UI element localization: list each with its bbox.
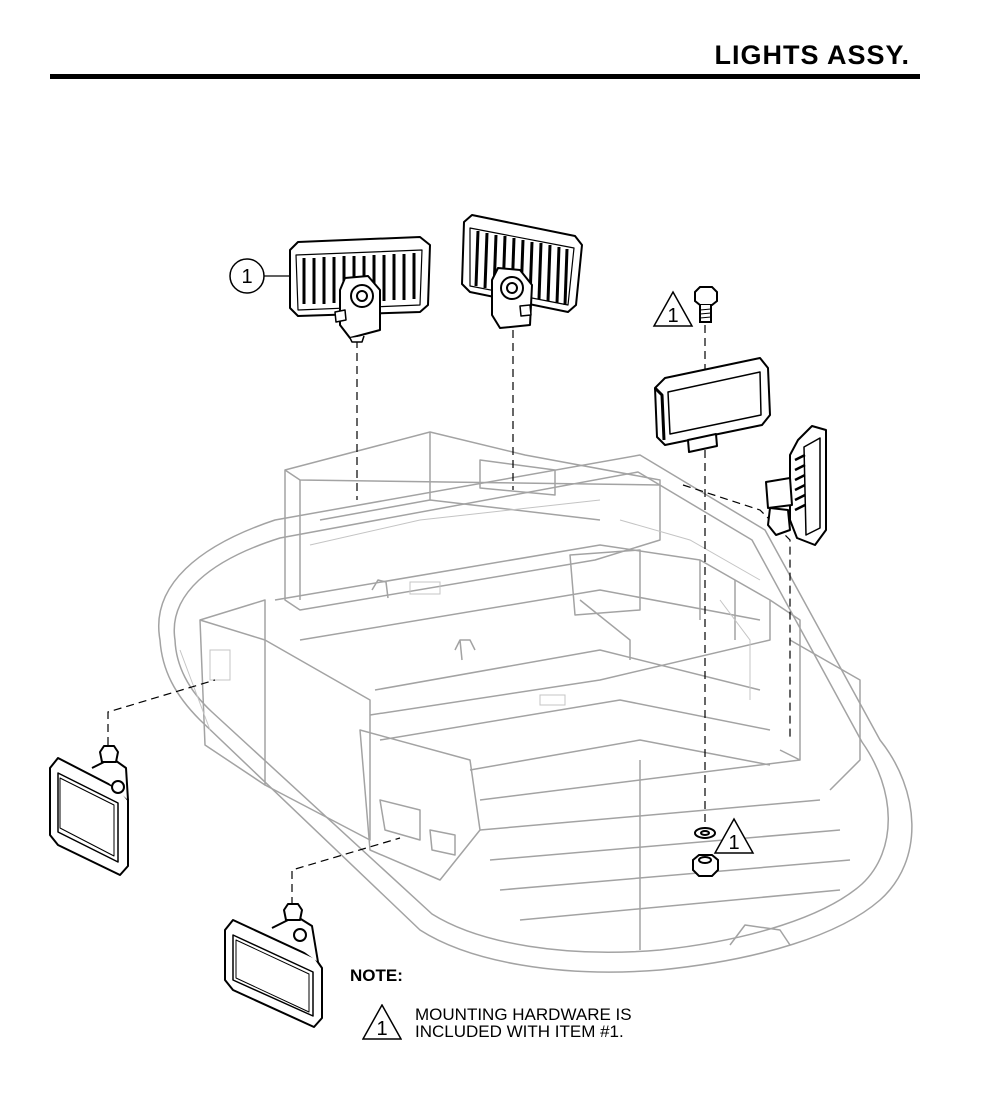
note-text: MOUNTING HARDWARE IS INCLUDED WITH ITEM … <box>415 1006 715 1040</box>
item-callout-1: 1 <box>229 258 290 294</box>
work-light-rear-right <box>461 214 583 329</box>
work-light-side <box>765 425 827 546</box>
hex-bolt <box>694 286 718 323</box>
note-ref-triangle: 1 <box>362 1004 402 1040</box>
work-light-top-flood <box>653 357 771 453</box>
title-rule <box>50 74 920 79</box>
ref-callout-nut: 1 <box>713 817 755 854</box>
vehicle-frame-detail <box>179 499 761 731</box>
svg-text:1: 1 <box>728 832 739 854</box>
page-title: LIGHTS ASSY. <box>714 40 910 70</box>
note-line-2: INCLUDED WITH ITEM #1. <box>415 1022 624 1041</box>
work-light-front-left <box>49 745 129 876</box>
hex-nut <box>692 854 719 877</box>
assembly-line-front-light <box>291 837 401 905</box>
svg-text:1: 1 <box>667 305 678 327</box>
ref-callout-bolt: 1 <box>652 290 694 327</box>
svg-text:1: 1 <box>241 266 252 288</box>
flat-washer <box>694 827 716 839</box>
assembly-line-left-light <box>107 679 216 745</box>
note-block: NOTE: 1 MOUNTING HARDWARE IS INCLUDED WI… <box>350 966 632 1040</box>
svg-text:1: 1 <box>376 1018 387 1040</box>
work-light-rear-left <box>289 236 431 343</box>
note-line-1: MOUNTING HARDWARE IS <box>415 1005 632 1024</box>
note-label: NOTE: <box>350 966 403 985</box>
vehicle-frame <box>158 431 913 973</box>
work-light-front-right <box>224 903 323 1028</box>
assembly-line-side-light <box>682 484 791 740</box>
